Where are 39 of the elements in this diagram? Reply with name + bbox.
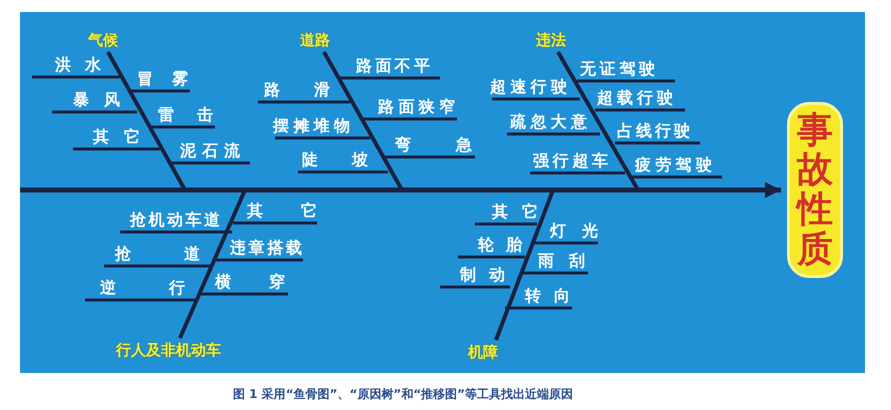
category-label: 行人及非机动车 [116,341,251,359]
category-label: 气候 [88,31,134,49]
cause-label: 无证驾驶 [580,59,655,78]
cause-label: 抢道 [115,244,200,263]
category-label: 违法 [536,31,582,49]
cause-label: 灯光 [550,221,598,240]
cause-label: 横穿 [215,272,285,291]
cause-label: 占线行驶 [617,121,690,140]
cause-label: 轮胎 [478,235,522,254]
cause-label: 雨刮 [538,251,585,270]
cause-label: 其它 [492,202,538,221]
cause-label: 疏忽大意 [510,112,587,131]
cause-label: 弯急 [395,135,472,154]
effect-box: 事故性质 [787,102,843,278]
cause-label: 其它 [93,127,140,146]
cause-label: 强行超车 [533,151,608,170]
spine-arrow [20,182,781,198]
cause-label: 超速行驶 [490,77,567,96]
cause-label: 路面不平 [356,56,430,75]
cause-label: 雷击 [158,105,213,124]
cause-label: 违章搭载 [230,238,302,257]
cause-label: 抢机动车道 [130,210,220,229]
cause-label: 路面狭窄 [378,97,455,116]
cause-label: 冒雾 [137,69,188,88]
cause-label: 陡坡 [302,150,368,169]
figure-caption: 图 1 采用“鱼骨图”、“原因树”和“推移图”等工具找出近端原因 [233,386,574,403]
cause-label: 逆行 [100,278,185,297]
cause-label: 暴风 [73,90,120,109]
cause-label: 超载行驶 [597,88,673,107]
cause-label: 疲劳驾驶 [635,155,712,174]
category-label: 道路 [300,31,346,49]
cause-label: 制动 [460,265,505,284]
cause-label: 转向 [525,286,570,305]
cause-label: 其它 [247,201,317,220]
category-label: 机障 [468,343,508,361]
cause-label: 摆摊堆物 [273,116,350,135]
cause-label: 泥石流 [180,141,240,160]
cause-label: 路滑 [264,80,330,99]
cause-label: 洪水 [55,55,101,74]
